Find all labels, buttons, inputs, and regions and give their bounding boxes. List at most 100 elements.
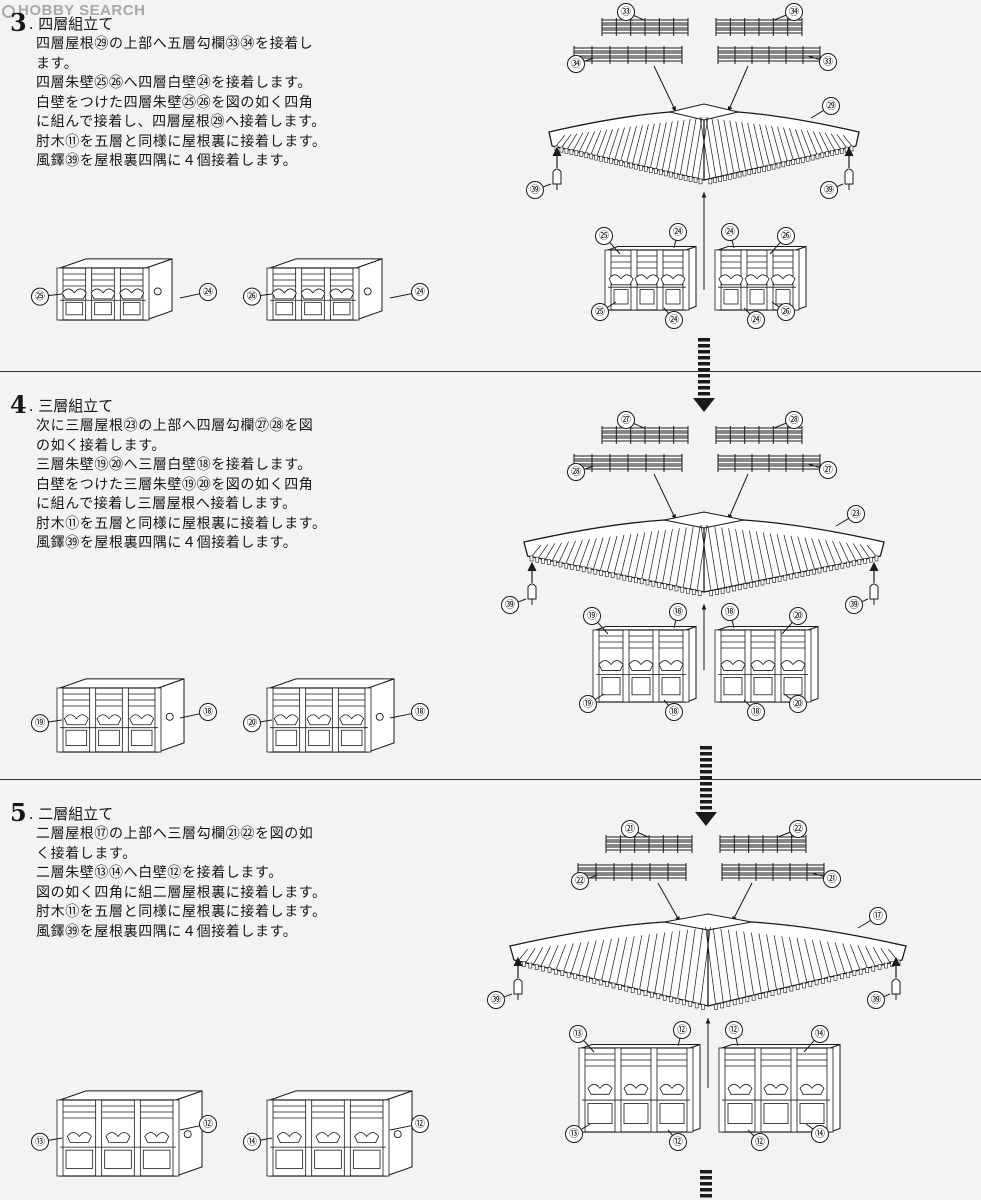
door-panel: [308, 729, 330, 746]
callout-circle: [789, 695, 807, 713]
callout-number: ㉘: [789, 414, 799, 426]
roof-tile-line: [606, 535, 618, 573]
callout-number: ⑳: [793, 610, 803, 622]
roof-tile-line: [602, 128, 613, 158]
instruction-line: 白壁をつけた三層朱壁⑲⑳を図の如く四角: [36, 476, 314, 493]
callout-circle: [819, 461, 837, 479]
callout-circle: [243, 714, 261, 733]
part-callout: ⑱: [721, 603, 739, 629]
instruction-line: 白壁をつけた四層朱壁㉕㉖を図の如く四角: [36, 94, 314, 111]
railing-part: [719, 835, 807, 853]
wall-post: [686, 1047, 694, 1133]
rafter-end: [644, 166, 648, 172]
wind-bell-part: [513, 956, 523, 1000]
roof-tile-line: [648, 530, 659, 581]
roof-tile-line: [579, 539, 590, 568]
door-panel: [275, 729, 298, 746]
roof-tile-line: [836, 134, 848, 149]
callout-number: ㉖: [781, 306, 791, 318]
callout-number: ⑱: [669, 706, 679, 718]
part-callout: ⑫: [673, 1021, 691, 1047]
callout-number: ⑬: [573, 1028, 583, 1040]
flow-arrow-dash: [698, 344, 710, 348]
rafter-end: [839, 147, 844, 154]
bracket-ornament: [718, 274, 744, 286]
rafter-end: [713, 177, 718, 184]
roof-tile-line: [532, 947, 544, 966]
rafter-end: [713, 1004, 718, 1010]
roof-tile-line: [644, 123, 655, 168]
rafter-end: [589, 153, 594, 160]
rafter-end: [877, 964, 882, 970]
callout-number: ㉔: [751, 314, 761, 326]
part-callout: ㉞: [567, 55, 595, 73]
roof-tile-line: [845, 542, 857, 562]
callout-circle: [31, 287, 49, 306]
callout-number: ㉔: [203, 286, 213, 298]
flow-arrow-dash: [698, 380, 710, 384]
rafter-end: [863, 558, 867, 564]
callout-circle: [199, 283, 217, 301]
roof-tile-line: [608, 128, 619, 160]
rafter-end: [570, 564, 574, 570]
door-panel: [753, 677, 773, 696]
rafter-end: [742, 170, 747, 177]
wall-post: [592, 629, 600, 703]
rafter-end: [579, 151, 584, 157]
door-panel: [723, 677, 743, 696]
roof-tile-line: [631, 935, 643, 989]
part-callout: ⑲: [31, 714, 63, 733]
roof-tile-line: [677, 929, 688, 999]
door-panel: [799, 1103, 825, 1124]
roof-tile-line: [620, 126, 631, 162]
roof-tile-line: [679, 119, 691, 175]
door-panel: [275, 1149, 304, 1169]
roof-tile-line: [753, 123, 764, 168]
rafter-end: [675, 998, 680, 1004]
door-panel: [65, 729, 88, 746]
rafter-end: [564, 562, 569, 569]
bell-arrow-head: [869, 561, 879, 572]
callout-number: ㉔: [725, 226, 735, 238]
roof-tile-line: [566, 133, 578, 151]
assembly-pointer: [705, 1018, 711, 1088]
callout-circle: [567, 55, 585, 73]
rafter-end: [650, 991, 654, 998]
leader-line: [179, 292, 202, 299]
callout-number: ㉞: [789, 6, 799, 18]
rafter-end: [806, 570, 810, 576]
assembly-pointer: [653, 473, 677, 521]
roof-tile-line: [578, 131, 590, 153]
rafter-end: [751, 994, 756, 1001]
bracket-ornament: [119, 288, 145, 300]
roof-tile-line: [804, 537, 816, 570]
rafter-end: [814, 979, 819, 986]
part-callout: ㉖: [771, 301, 795, 321]
rafter-end: [564, 147, 569, 154]
roof-tile-line: [572, 539, 583, 566]
callout-number: ⑰: [873, 910, 883, 922]
bracket-ornament: [276, 1132, 302, 1143]
flow-arrow-dash: [700, 782, 712, 786]
rafter-end: [674, 585, 679, 592]
callout-number: ⑲: [35, 717, 45, 729]
rafter-end: [558, 561, 563, 568]
bracket-ornament: [315, 1132, 341, 1143]
roof-tile-line: [700, 926, 711, 1005]
part-callout: ⑱: [179, 703, 217, 721]
callout-circle: [621, 820, 639, 838]
roof-tile-line: [572, 132, 584, 152]
flow-arrow: [693, 338, 715, 412]
part-callout: ⑬: [569, 1025, 595, 1053]
bracket-ornament: [770, 274, 796, 286]
callout-circle: [567, 463, 585, 481]
roof-tile-line: [562, 943, 574, 973]
rafter-end: [576, 565, 580, 571]
railing-part: [601, 426, 689, 444]
flow-arrow-dash: [700, 1182, 712, 1186]
rafter-end: [522, 961, 526, 967]
roof-tile-line: [596, 129, 608, 157]
rafter-end: [783, 574, 788, 581]
roof-tile-line: [608, 937, 620, 984]
